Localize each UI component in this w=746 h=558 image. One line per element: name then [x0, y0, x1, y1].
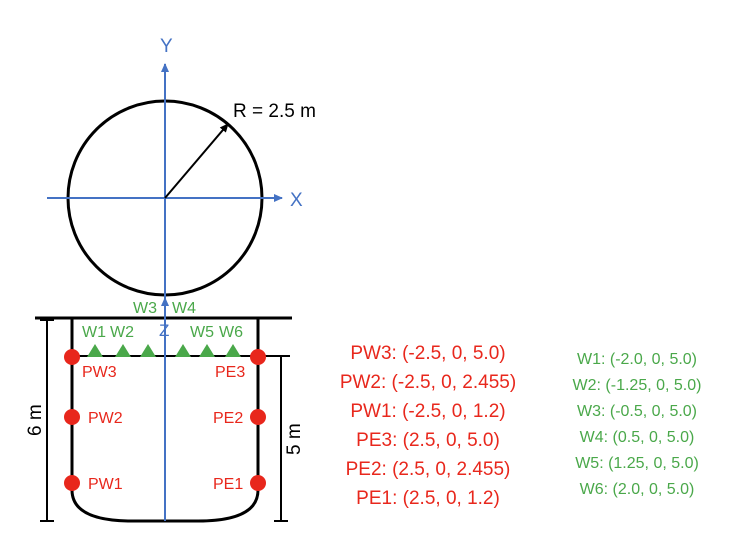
pressure-coordinate-pw2: PW2: (-2.5, 0, 2.455): [339, 372, 517, 393]
wave-gauge-marker-w4: [175, 344, 191, 357]
gauge-coordinate-w1: W1: (-2.0, 0, 5.0): [576, 351, 698, 368]
gauge-coordinate-w5: W5: (1.25, 0, 5.0): [575, 455, 699, 472]
radius-label: R = 2.5 m: [233, 101, 316, 122]
pressure-coordinate-pe3: PE3: (2.5, 0, 5.0): [356, 430, 500, 451]
wave-gauge-marker-w5: [199, 344, 215, 357]
pressure-coordinate-pw3: PW3: (-2.5, 0, 5.0): [350, 343, 506, 364]
wave-gauge-marker-w6: [225, 344, 241, 357]
wave-gauge-marker-w3: [140, 344, 156, 357]
pressure-coordinate-pe2: PE2: (2.5, 0, 2.455): [345, 459, 511, 480]
wave-gauge-marker-w2: [115, 344, 131, 357]
pressure-sensor-label-pw1: PW1: [88, 476, 123, 493]
pressure-coordinate-pe1: PE1: (2.5, 0, 1.2): [356, 488, 500, 509]
x-axis-label: X: [290, 190, 303, 211]
wave-gauge-label-w4: W4: [172, 300, 196, 317]
pressure-coordinate-pw1: PW1: (-2.5, 0, 1.2): [350, 401, 506, 422]
y-axis-label: Y: [160, 36, 173, 57]
pressure-sensor-label-pe3: PE3: [215, 364, 245, 381]
pressure-sensor-label-pe2: PE2: [213, 410, 243, 427]
wave-gauge-label-w1: W1: [82, 324, 106, 341]
gauge-coordinate-w3: W3: (-0.5, 0, 5.0): [576, 403, 698, 420]
z-axis-label: Z: [159, 321, 169, 340]
pressure-sensor-marker-pe3: [250, 349, 266, 365]
pressure-sensor-marker-pw1: [64, 475, 80, 491]
gauge-coordinate-w2: W2: (-1.25, 0, 5.0): [572, 377, 702, 394]
wave-gauge-label-w3: W3: [133, 300, 157, 317]
radius-arrow: [164, 123, 229, 199]
wave-gauge-label-w5: W5: [190, 324, 214, 341]
wave-gauge-label-w6: W6: [219, 324, 243, 341]
pressure-sensor-label-pw3: PW3: [82, 364, 117, 381]
dimension-6m-label: 6 m: [25, 404, 46, 436]
pressure-sensor-marker-pw3: [64, 349, 80, 365]
pressure-sensor-label-pe1: PE1: [213, 476, 243, 493]
pressure-sensor-label-pw2: PW2: [88, 410, 123, 427]
gauge-coordinate-w4: W4: (0.5, 0, 5.0): [579, 429, 695, 446]
wave-gauge-label-w2: W2: [110, 324, 134, 341]
dimension-5m-label: 5 m: [284, 423, 305, 455]
wave-gauge-marker-w1: [87, 344, 103, 357]
pressure-sensor-marker-pw2: [64, 409, 80, 425]
pressure-sensor-marker-pe2: [250, 409, 266, 425]
pressure-sensor-marker-pe1: [250, 475, 266, 491]
gauge-coordinate-w6: W6: (2.0, 0, 5.0): [579, 481, 695, 498]
